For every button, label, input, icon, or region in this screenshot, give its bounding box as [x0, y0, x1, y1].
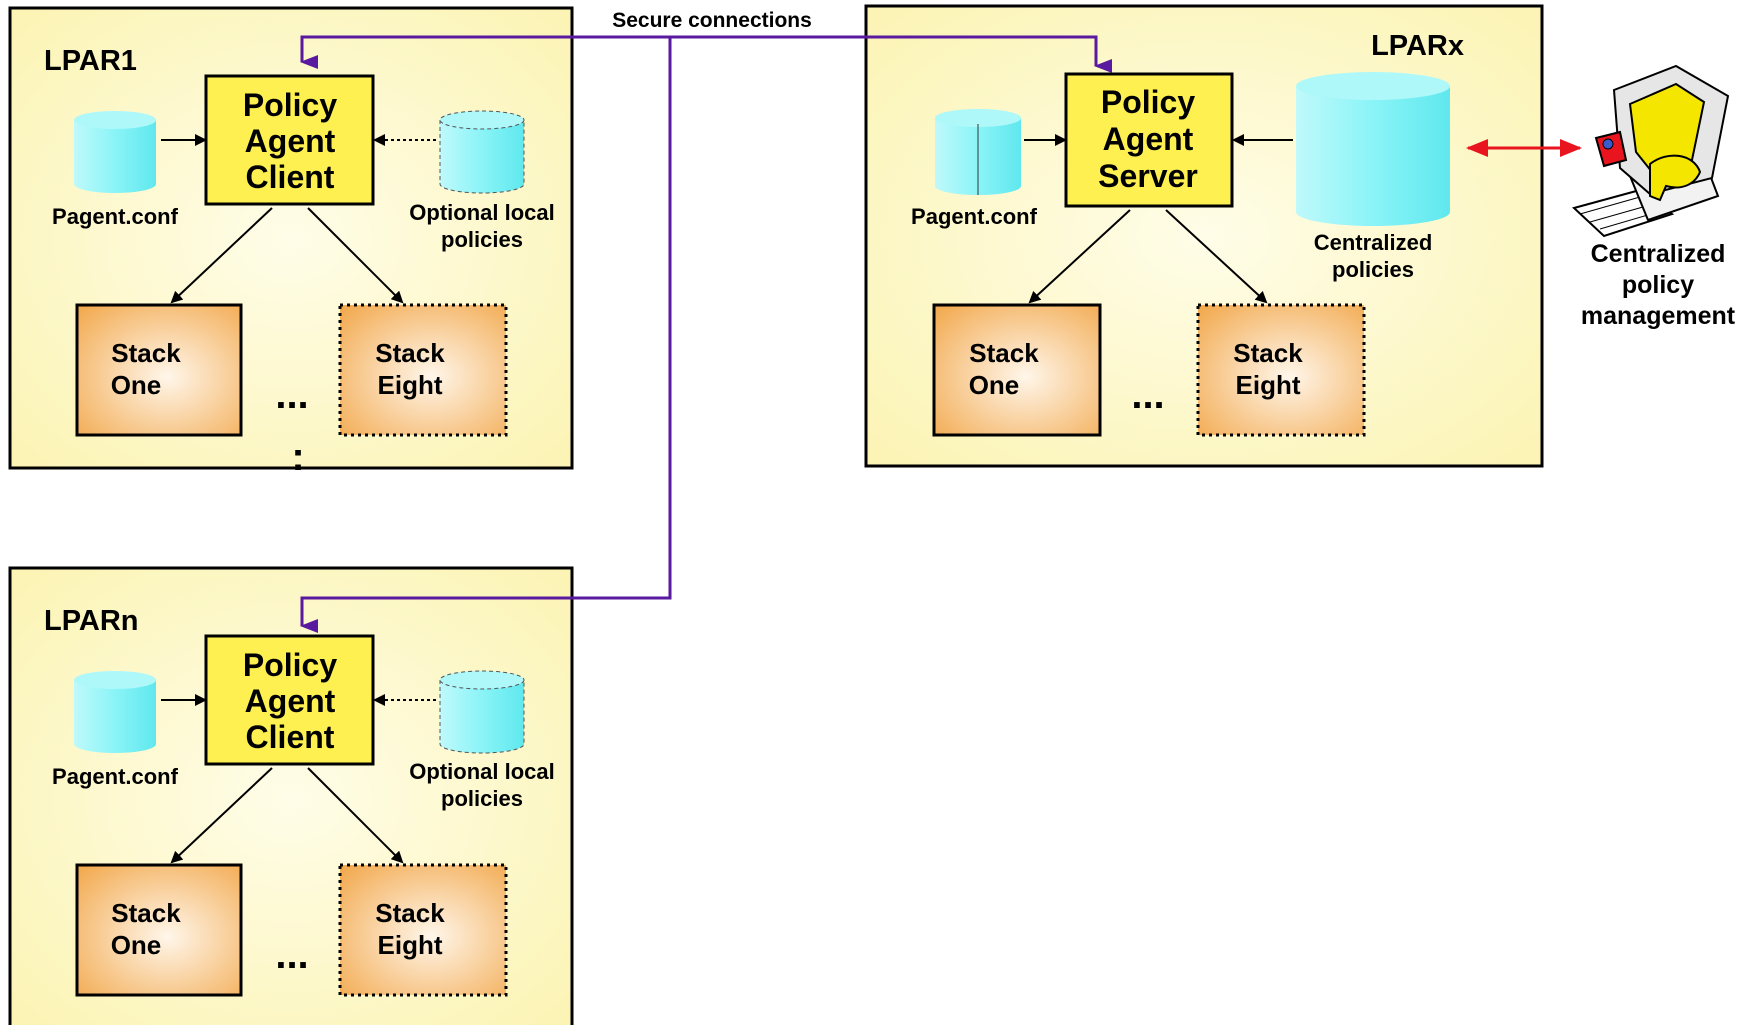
lparx-arrow-to-stack-one	[1028, 209, 1131, 304]
lparx-stack-one-line1: Stack	[969, 338, 1039, 368]
lpar1-arrow-to-stack-eight	[307, 207, 404, 304]
lpar1-title: LPAR1	[44, 45, 137, 77]
lparn-agent-line1: Policy	[243, 647, 337, 683]
lpar1-optional-label-line2: policies	[441, 227, 523, 252]
lparn-optional-label-line2: policies	[441, 786, 523, 811]
lparx-policy-agent-server	[1064, 72, 1234, 208]
lparx-title: LPARx	[1371, 30, 1464, 62]
secure-connection-lparn	[300, 37, 672, 633]
lpar1-stack-eight-line2: Eight	[378, 370, 443, 400]
lparn-stack-one-line2: One	[111, 930, 162, 960]
lparx-central-cylinder	[1296, 72, 1450, 226]
lpar1-optional-label-line1: Optional local	[409, 200, 554, 225]
lpar1-agent-line1: Policy	[243, 87, 337, 123]
lparn-pagent-cylinder	[74, 671, 156, 753]
lparn-stack-one	[75, 863, 243, 997]
lpar1-pagent-label: Pagent.conf	[52, 204, 179, 229]
lparn-stack-eight	[338, 863, 508, 997]
secure-connections-label: Secure connections	[612, 9, 812, 32]
lpar1-stack-eight	[338, 303, 508, 437]
lpar1-panel: LPAR1 Pagent.conf Optional local policie…	[8, 6, 574, 470]
management-label-line2: policy	[1622, 271, 1694, 299]
lparx-stack-one	[932, 303, 1102, 437]
lparn-stack-one-line1: Stack	[111, 898, 181, 928]
lparx-central-label-line2: policies	[1332, 257, 1414, 282]
lpar1-stack-one-line2: One	[111, 370, 162, 400]
lparx-ellipsis: ...	[1131, 373, 1164, 417]
management-label-line3: management	[1581, 302, 1736, 330]
lparx-agent-line1: Policy	[1101, 84, 1195, 120]
lparx-pagent-cylinder	[935, 109, 1021, 195]
lparx-stack-one-line2: One	[969, 370, 1020, 400]
lparx-panel: LPARx Pagent.conf Centralized policies P…	[864, 4, 1544, 468]
lpar1-stack-eight-line1: Stack	[375, 338, 445, 368]
lparn-policy-agent-client	[204, 634, 375, 766]
lparn-arrow-to-stack-one	[170, 767, 273, 864]
lpar1-stack-one	[75, 303, 243, 437]
lpar-vertical-ellipsis: :	[291, 435, 304, 479]
lparn-optional-label-line1: Optional local	[409, 759, 554, 784]
lparn-title: LPARn	[44, 605, 139, 637]
admin-workstation-icon	[1572, 64, 1730, 238]
lpar1-pagent-cylinder	[74, 111, 156, 193]
lparx-stack-eight-line2: Eight	[1236, 370, 1301, 400]
lpar1-arrow-to-stack-one	[170, 207, 273, 304]
lparx-stack-eight	[1196, 303, 1366, 437]
lpar1-agent-line2: Agent	[245, 123, 336, 159]
lparn-pagent-label: Pagent.conf	[52, 764, 179, 789]
lpar1-stack-one-line1: Stack	[111, 338, 181, 368]
lpar1-agent-line3: Client	[246, 159, 335, 195]
lparn-ellipsis: ...	[275, 933, 308, 977]
lpar1-optional-cylinder	[439, 110, 525, 194]
lparx-pagent-label: Pagent.conf	[911, 204, 1038, 229]
lparn-agent-line3: Client	[246, 719, 335, 755]
lparn-optional-cylinder	[439, 670, 525, 754]
management-label-line1: Centralized	[1591, 240, 1726, 268]
lparx-stack-eight-line1: Stack	[1233, 338, 1303, 368]
lparx-agent-line3: Server	[1098, 158, 1198, 194]
lparx-arrow-to-stack-eight	[1165, 209, 1268, 304]
lparn-arrow-to-stack-eight	[307, 767, 404, 864]
lparn-stack-eight-line2: Eight	[378, 930, 443, 960]
lparn-panel: LPARn Pagent.conf Optional local policie…	[8, 566, 574, 1025]
lparx-central-label-line1: Centralized	[1314, 230, 1433, 255]
lparn-agent-line2: Agent	[245, 683, 336, 719]
lpar1-policy-agent-client	[204, 74, 375, 206]
lparn-stack-eight-line1: Stack	[375, 898, 445, 928]
lpar1-ellipsis: ...	[275, 373, 308, 417]
secure-connections: Secure connections	[300, 9, 1112, 633]
lparx-agent-line2: Agent	[1103, 121, 1194, 157]
